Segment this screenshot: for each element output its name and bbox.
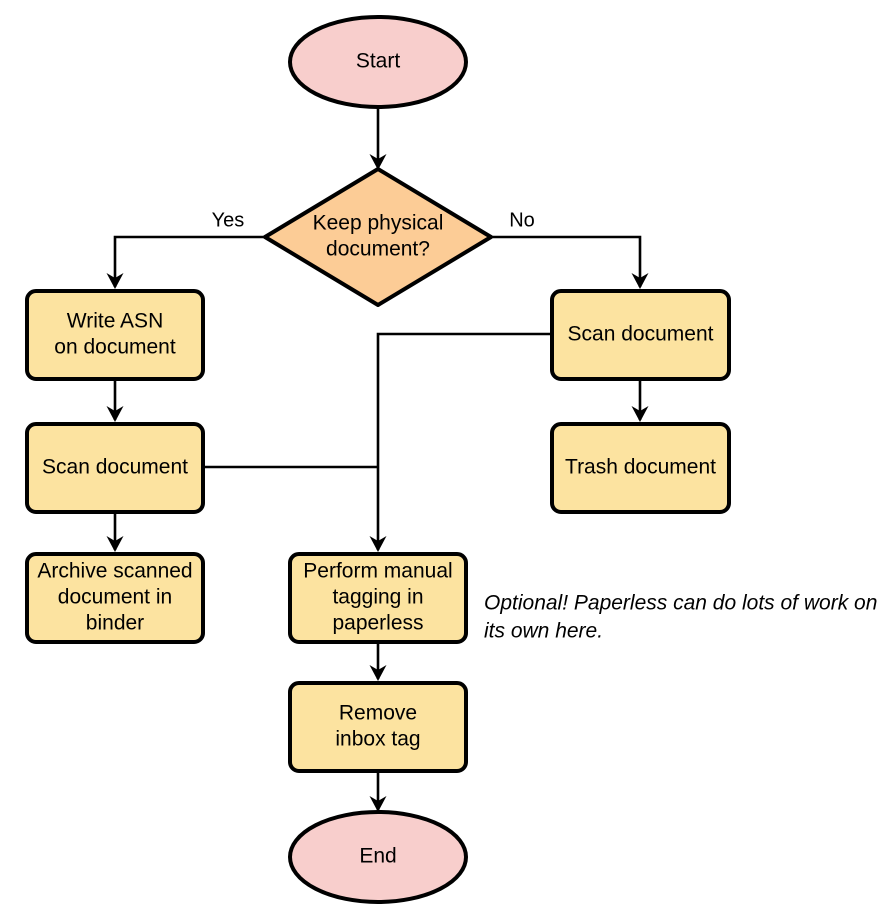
arrowhead-icon <box>369 154 387 170</box>
node-label: Scan document <box>568 323 714 346</box>
process-shape <box>288 681 468 773</box>
process-shape <box>25 289 205 381</box>
edge-label-decision-no-to-scan-document-right: No <box>509 209 535 231</box>
node-label: Trash document <box>565 456 716 479</box>
edge-scan-document-left-to-archive <box>106 512 124 552</box>
arrowhead-icon <box>106 406 124 422</box>
node-label: Remove <box>339 702 417 725</box>
edge-decision-no-to-scan-document-right: No <box>492 209 649 289</box>
edge-write-asn-to-scan-document-left <box>106 379 124 422</box>
annotation-line: its own here. <box>484 620 603 643</box>
arrowhead-icon <box>369 796 387 812</box>
decision-shape <box>263 167 493 307</box>
node-label: tagging in <box>332 586 423 609</box>
node-scan-document-right[interactable]: Scan document <box>550 289 731 381</box>
node-keep-physical-document[interactable]: Keep physical document? <box>263 167 493 307</box>
node-label: inbox tag <box>335 728 420 751</box>
edge-decision-yes-to-write-asn: Yes <box>106 209 264 289</box>
process-shape <box>550 289 731 381</box>
node-label: Start <box>356 50 401 73</box>
process-shape <box>288 552 468 644</box>
process-shape <box>25 422 205 514</box>
process-shape <box>25 552 205 644</box>
node-label: End <box>359 845 396 868</box>
annotation-optional-note: Optional! Paperless can do lots of work … <box>484 592 877 643</box>
edge-path <box>492 235 642 287</box>
arrowhead-icon <box>631 406 649 422</box>
annotations-layer: Optional! Paperless can do lots of work … <box>484 592 877 643</box>
node-write-asn-on-document[interactable]: Write ASN on document <box>25 289 205 381</box>
edge-path <box>113 235 264 287</box>
edge-label-decision-yes-to-write-asn: Yes <box>212 209 245 231</box>
node-label: paperless <box>332 612 423 635</box>
edge-scan-document-right-to-manual-tagging <box>369 332 552 552</box>
node-remove-inbox-tag[interactable]: Remove inbox tag <box>288 681 468 773</box>
edge-scan-document-right-to-trash <box>631 379 649 422</box>
node-label: on document <box>54 336 176 359</box>
node-label: document in <box>58 586 172 609</box>
node-label: binder <box>86 612 144 635</box>
node-end[interactable]: End <box>288 810 468 904</box>
arrowhead-icon <box>369 536 387 552</box>
node-label: Perform manual <box>303 560 452 583</box>
edge-remove-inbox-tag-to-end <box>369 771 387 812</box>
arrowhead-icon <box>369 665 387 681</box>
node-start[interactable]: Start <box>288 15 468 109</box>
edge-path <box>376 332 552 550</box>
node-scan-document-left[interactable]: Scan document <box>25 422 205 514</box>
node-label: Write ASN <box>67 310 163 333</box>
process-shape <box>550 422 731 514</box>
terminator-shape <box>288 810 468 904</box>
arrowhead-icon <box>631 273 649 289</box>
terminator-shape <box>288 15 468 109</box>
node-label: Archive scanned <box>37 560 192 583</box>
annotation-line: Optional! Paperless can do lots of work … <box>484 592 877 615</box>
edge-manual-tagging-to-remove-inbox-tag <box>369 642 387 681</box>
arrowhead-icon <box>106 536 124 552</box>
edge-start-to-decision <box>369 107 387 170</box>
arrowhead-icon <box>106 273 124 289</box>
node-label: document? <box>326 238 430 261</box>
edges-layer: Yes No <box>106 107 649 812</box>
node-label: Scan document <box>42 456 188 479</box>
node-archive-scanned-document-in-binder[interactable]: Archive scanned document in binder <box>25 552 205 644</box>
node-trash-document[interactable]: Trash document <box>550 422 731 514</box>
node-label: Keep physical <box>313 212 444 235</box>
node-perform-manual-tagging-in-paperless[interactable]: Perform manual tagging in paperless <box>288 552 468 644</box>
